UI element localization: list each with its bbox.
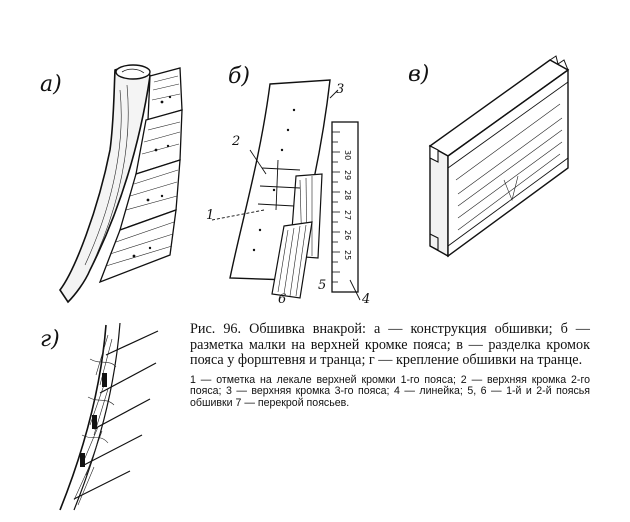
figure-a-label: а) [40,72,62,97]
figure-g: г) [30,315,180,515]
ruler-mark: 26 [343,230,352,240]
label-3: 3 [336,82,345,97]
figure-b-label: б) [228,64,251,89]
ruler-mark: 30 [343,150,352,160]
ruler: 30 29 28 27 26 25 [331,121,359,293]
figure-b: б) 30 29 28 27 26 25 [190,50,380,310]
figure-v-label: в) [408,62,430,87]
ruler-mark: 29 [343,170,352,180]
ruler-mark: 27 [343,210,352,220]
figure-b-drawing: 30 29 28 27 26 25 [211,79,361,301]
figure-a: а) [30,50,190,310]
figure-g-label: г) [40,327,60,352]
figure-a-drawing [59,64,183,304]
label-5: 5 [318,278,327,293]
label-2: 2 [232,134,241,149]
caption-main: Рис. 96. Обшивка внакрой: а — конструкци… [190,321,590,369]
ruler-mark: 28 [343,190,352,200]
label-1: 1 [206,208,215,223]
figure-g-drawing [59,322,159,511]
figure-v-drawing [428,55,570,258]
caption-legend: 1 — отметка на лекале верхней кромки 1-г… [190,373,590,409]
label-4: 4 [362,292,371,307]
figure-caption: Рис. 96. Обшивка внакрой: а — конструкци… [190,321,590,410]
label-6: 6 [278,292,287,307]
figure-v: в) [400,50,600,270]
ruler-mark: 25 [343,250,352,260]
